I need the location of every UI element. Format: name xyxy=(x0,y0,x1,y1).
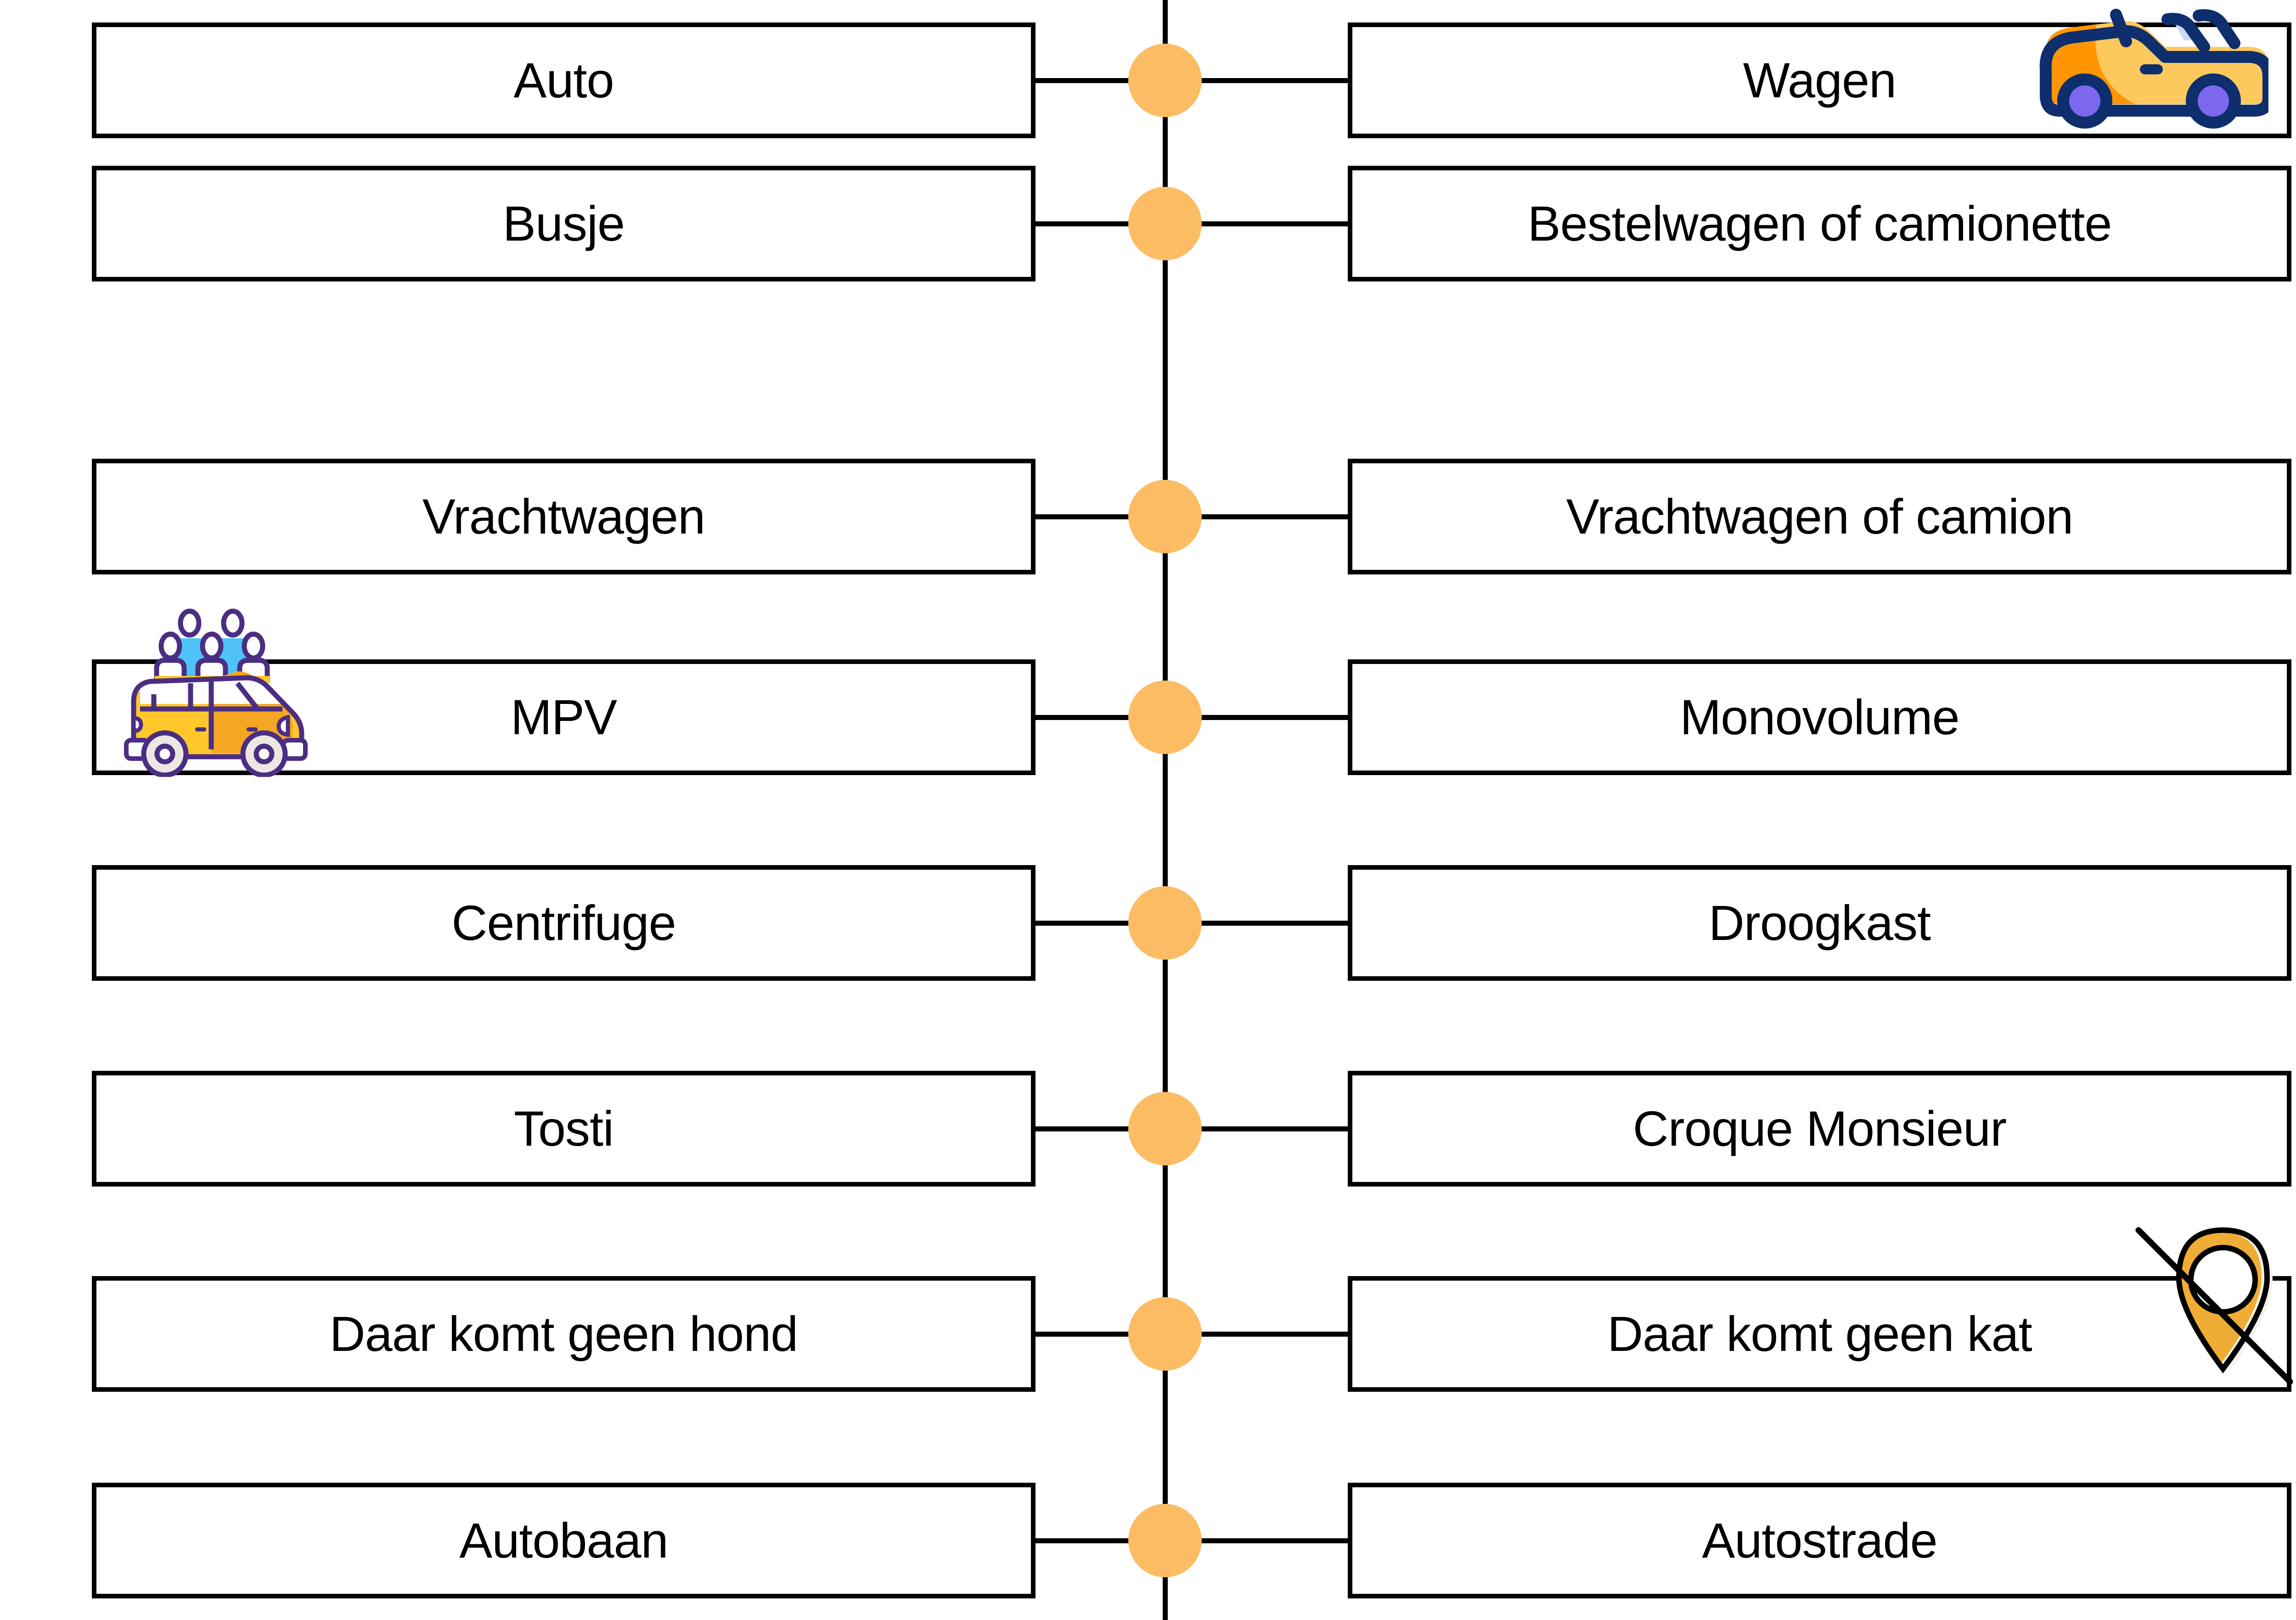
left-term-box[interactable]: MPV xyxy=(92,659,1035,775)
right-term-label: Monovolume xyxy=(1680,689,1959,745)
right-term-box[interactable]: Daar komt geen kat xyxy=(1348,1276,2291,1392)
match-node[interactable] xyxy=(1128,1297,1202,1371)
match-node[interactable] xyxy=(1128,681,1202,754)
match-node[interactable] xyxy=(1128,1504,1202,1577)
left-term-box[interactable]: Busje xyxy=(92,166,1035,281)
connector-left xyxy=(1035,514,1134,519)
right-term-box[interactable]: Autostrade xyxy=(1348,1483,2291,1598)
right-term-box[interactable]: Bestelwagen of camionette xyxy=(1348,166,2291,281)
left-term-box[interactable]: Vrachtwagen xyxy=(92,459,1035,574)
left-term-label: Centrifuge xyxy=(451,895,676,951)
left-term-box[interactable]: Tosti xyxy=(92,1071,1035,1187)
left-term-label: Auto xyxy=(513,52,614,108)
connector-right xyxy=(1196,1538,1348,1543)
right-term-label: Bestelwagen of camionette xyxy=(1527,196,2112,251)
right-term-box[interactable]: Vrachtwagen of camion xyxy=(1348,459,2291,574)
right-term-box[interactable]: Croque Monsieur xyxy=(1348,1071,2291,1187)
right-term-box[interactable]: Monovolume xyxy=(1348,659,2291,775)
right-term-label: Daar komt geen kat xyxy=(1607,1306,2032,1361)
left-term-box[interactable]: Daar komt geen hond xyxy=(92,1276,1035,1392)
left-term-label: Tosti xyxy=(513,1101,614,1156)
connector-right xyxy=(1196,78,1348,83)
connector-right xyxy=(1196,514,1348,519)
connector-right xyxy=(1196,715,1348,720)
match-node[interactable] xyxy=(1128,886,1202,960)
left-term-box[interactable]: Auto xyxy=(92,22,1035,138)
left-term-box[interactable]: Autobaan xyxy=(92,1483,1035,1598)
connector-right xyxy=(1196,221,1348,226)
left-term-label: Autobaan xyxy=(459,1513,668,1568)
match-node[interactable] xyxy=(1128,480,1202,553)
connector-left xyxy=(1035,221,1134,226)
right-term-label: Croque Monsieur xyxy=(1632,1101,2007,1156)
right-term-label: Droogkast xyxy=(1708,895,1931,951)
connector-left xyxy=(1035,1538,1134,1543)
right-term-label: Autostrade xyxy=(1702,1513,1937,1568)
connector-left xyxy=(1035,921,1134,926)
connector-right xyxy=(1196,1126,1348,1131)
match-node[interactable] xyxy=(1128,44,1202,117)
connector-left xyxy=(1035,1126,1134,1131)
match-node[interactable] xyxy=(1128,187,1202,260)
left-term-label: MPV xyxy=(510,689,617,745)
center-spine-line xyxy=(1163,0,1168,1620)
connector-left xyxy=(1035,78,1134,83)
connector-right xyxy=(1196,921,1348,926)
left-term-label: Busje xyxy=(502,196,625,251)
connector-right xyxy=(1196,1332,1348,1337)
connector-left xyxy=(1035,1332,1134,1337)
left-term-label: Vrachtwagen xyxy=(422,489,705,544)
match-node[interactable] xyxy=(1128,1092,1202,1165)
right-term-box[interactable]: Droogkast xyxy=(1348,865,2291,981)
connector-left xyxy=(1035,715,1134,720)
right-term-label: Wagen xyxy=(1743,52,1896,108)
left-term-label: Daar komt geen hond xyxy=(329,1306,799,1361)
right-term-label: Vrachtwagen of camion xyxy=(1566,489,2074,544)
left-term-box[interactable]: Centrifuge xyxy=(92,865,1035,981)
right-term-box[interactable]: Wagen xyxy=(1348,22,2291,138)
